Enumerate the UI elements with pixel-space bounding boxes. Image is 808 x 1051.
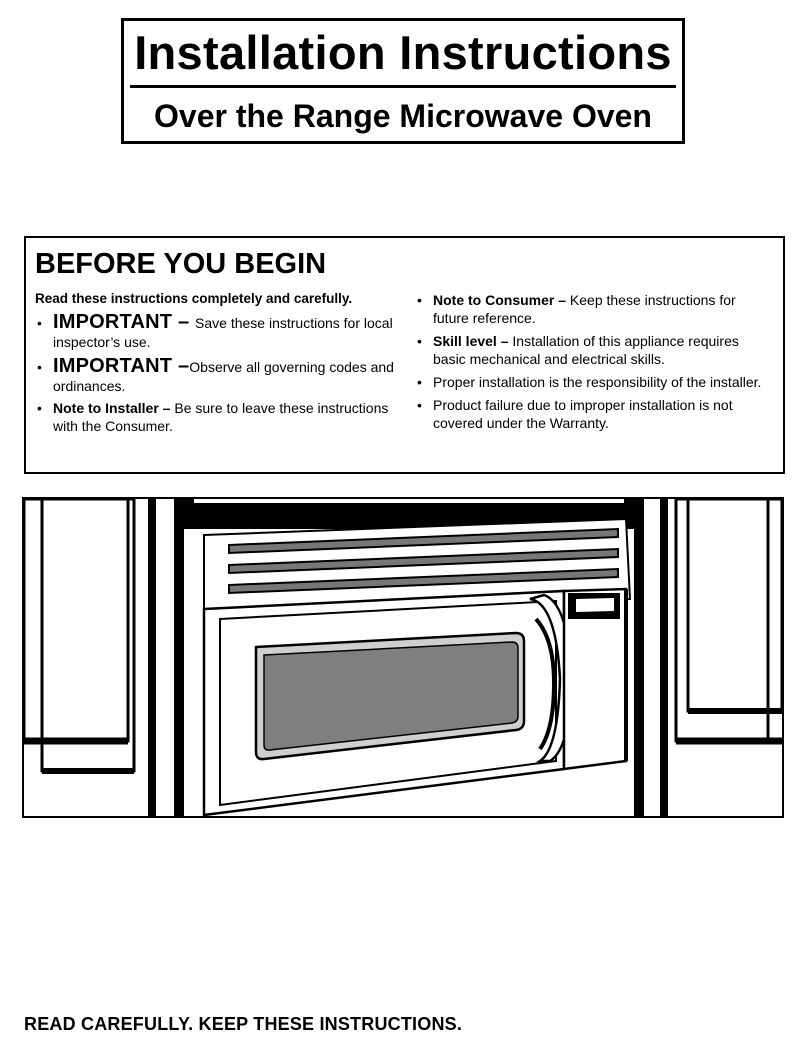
list-item: • Skill level – Installation of this app…: [415, 332, 775, 368]
microwave-drawing: [24, 499, 782, 816]
bullet-icon: •: [37, 359, 42, 375]
list-item: • IMPORTANT – Save these instructions fo…: [35, 311, 407, 351]
list-item: • IMPORTANT –Observe all governing codes…: [35, 355, 407, 395]
item-text: Product failure due to improper installa…: [433, 397, 733, 431]
list-item: • Product failure due to improper instal…: [415, 396, 775, 432]
page-subtitle: Over the Range Microwave Oven: [154, 98, 652, 134]
vent-slot: [228, 567, 619, 595]
item-text: Be sure to leave these instructions with…: [53, 400, 389, 434]
title-box: Installation Instructions Over the Range…: [121, 18, 685, 144]
vent-slot: [228, 527, 619, 555]
item-text: Observe all governing codes and ordinanc…: [53, 359, 394, 394]
item-text: Proper installation is the responsibilit…: [433, 374, 762, 390]
item-text: Keep these instructions for future refer…: [433, 292, 736, 326]
before-you-begin-heading: BEFORE YOU BEGIN: [35, 248, 327, 280]
intro-text: Read these instructions completely and c…: [35, 291, 353, 306]
item-label: Note to Installer –: [53, 400, 175, 416]
list-item: • Note to Consumer – Keep these instruct…: [415, 291, 775, 327]
right-column: • Note to Consumer – Keep these instruct…: [415, 291, 775, 437]
right-cabinet: [634, 499, 782, 816]
right-list: • Note to Consumer – Keep these instruct…: [415, 291, 775, 432]
item-label: IMPORTANT –: [53, 355, 190, 377]
left-list: • IMPORTANT – Save these instructions fo…: [35, 311, 407, 435]
bullet-icon: •: [37, 400, 42, 416]
vent-slot: [228, 547, 619, 575]
title-divider: [130, 85, 676, 88]
microwave-illustration: [22, 497, 784, 818]
list-item: • Note to Installer – Be sure to leave t…: [35, 399, 407, 435]
page-title: Installation Instructions: [134, 26, 672, 79]
bullet-icon: •: [417, 292, 422, 308]
microwave-body: [202, 517, 632, 816]
bullet-icon: •: [37, 315, 42, 331]
item-label: Note to Consumer –: [433, 292, 570, 308]
list-item: • Proper installation is the responsibil…: [415, 373, 775, 391]
before-you-begin-box: BEFORE YOU BEGIN Read these instructions…: [24, 236, 785, 474]
item-label: Skill level –: [433, 333, 513, 349]
item-text: Installation of this appliance requires …: [433, 333, 739, 367]
left-column: Read these instructions completely and c…: [35, 291, 407, 439]
item-label: IMPORTANT –: [53, 311, 196, 333]
bullet-icon: •: [417, 397, 422, 413]
footer-notice: READ CAREFULLY. KEEP THESE INSTRUCTIONS.: [24, 1014, 463, 1034]
left-cabinet: [24, 499, 184, 816]
bullet-icon: •: [417, 374, 422, 390]
item-text: Save these instructions for local inspec…: [53, 315, 393, 350]
bullet-icon: •: [417, 333, 422, 349]
